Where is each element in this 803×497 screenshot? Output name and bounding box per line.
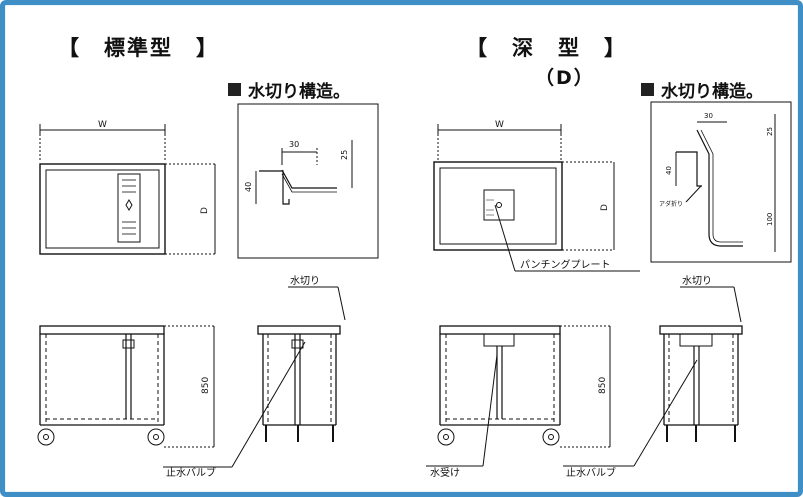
deep-depth-label: D [600,204,610,211]
standard-detail-box [237,103,379,259]
standard-depth-label: D [200,207,210,214]
deep-front-view [437,325,612,448]
standard-detail-40: 40 [244,182,253,192]
standard-front-view [37,325,216,448]
standard-section-label: 水切り構造。 [248,82,350,102]
standard-side-view [257,325,341,442]
deep-detail-100: 100 [766,213,774,226]
deep-callout-lines [426,204,742,467]
deep-title: 【 深 型 】 [466,36,627,60]
standard-valve-callout: 止水バルブ [166,466,216,479]
standard-width-label: W [98,120,107,130]
standard-callout-lines [163,286,346,468]
standard-detail-25: 25 [340,150,349,160]
deep-side-view [659,325,743,442]
deep-detail-box [650,101,792,263]
deep-height-label: 850 [598,377,608,394]
deep-section-label: 水切り構造。 [661,82,763,102]
deep-plate-callout: パンチングプレート [520,258,611,271]
deep-subtitle: （D） [535,67,595,89]
deep-section-bullet-icon [641,83,654,96]
standard-section-bullet-icon [228,83,241,96]
deep-detail-30: 30 [704,112,713,120]
deep-catch-callout: 水受け [430,467,460,479]
deep-top-view [433,124,615,251]
standard-height-label: 850 [201,377,211,394]
standard-top-view [39,124,216,255]
standard-title: 【 標準型 】 [58,36,219,60]
deep-valve-callout: 止水バルブ [566,466,616,479]
deep-drain-callout: 水切り [682,275,712,287]
deep-detail-25: 25 [766,127,774,136]
deep-detail-40: 40 [665,166,673,175]
standard-drain-callout: 水切り [290,275,320,287]
standard-detail-30: 30 [289,140,299,149]
deep-width-label: W [495,120,504,130]
deep-detail-fold-label: アダ折り [659,200,683,208]
